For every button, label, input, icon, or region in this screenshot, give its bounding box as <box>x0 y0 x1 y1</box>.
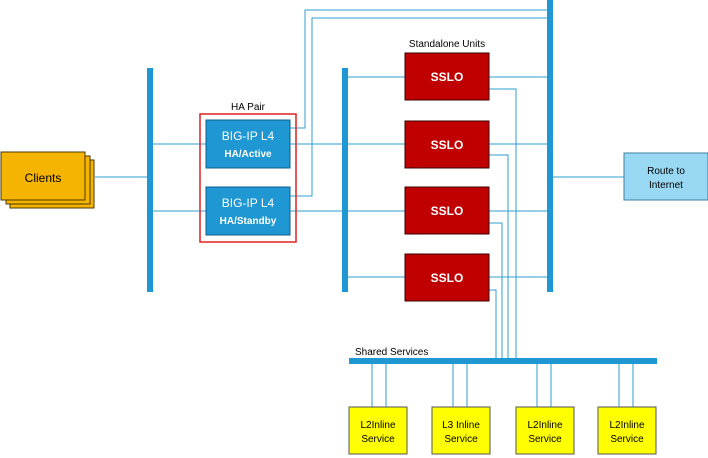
wire-sslo2-shared <box>489 154 509 360</box>
wire-sslo1-shared <box>489 88 517 360</box>
bigip-active-line1: BIG-IP L4 <box>222 129 275 143</box>
clients-label: Clients <box>25 171 62 185</box>
service-1-line2: Service <box>361 434 395 445</box>
service-4-line2: Service <box>610 434 644 445</box>
sslo-label-2: SSLO <box>431 138 464 152</box>
right-bus <box>547 0 553 292</box>
shared-services-bus <box>349 358 657 364</box>
route-line2: Internet <box>649 180 683 191</box>
sslo-box-4 <box>404 253 490 302</box>
wire-active-right <box>290 9 548 129</box>
shared-services-group: Shared Services L2Inline Service L3 Inli… <box>348 347 657 455</box>
sslo-label-4: SSLO <box>431 271 464 285</box>
service-3-line2: Service <box>528 434 562 445</box>
route-node: Route to Internet <box>623 152 708 201</box>
standalone-label: Standalone Units <box>409 39 485 50</box>
bigip-standby-box <box>205 186 291 236</box>
bigip-active-line2: HA/Active <box>224 149 272 160</box>
sslo-box-2 <box>404 120 490 169</box>
bigip-standby-line2: HA/Standby <box>220 216 277 227</box>
wire-standby-right <box>290 17 548 197</box>
bigip-active-box <box>205 119 291 169</box>
route-line1: Route to <box>647 166 685 177</box>
sslo-box-1 <box>404 52 490 101</box>
ha-pair-label: HA Pair <box>231 102 266 113</box>
standalone-units-group: Standalone Units SSLO SSLO SSLO SSLO <box>404 39 490 302</box>
middle-bus <box>342 68 348 292</box>
service-box-4 <box>597 406 657 455</box>
clients-node: Clients <box>0 151 95 209</box>
service-2-line1: L3 Inline <box>442 420 480 431</box>
ha-pair-frame <box>199 113 297 243</box>
left-bus <box>147 68 153 292</box>
service-4-line1: L2Inline <box>609 420 644 431</box>
sslo-label-3: SSLO <box>431 204 464 218</box>
sslo-box-3 <box>404 186 490 235</box>
clients-box-front <box>0 151 86 201</box>
service-box-1 <box>348 406 408 455</box>
shared-services-label: Shared Services <box>355 347 428 358</box>
connection-wires <box>95 9 634 407</box>
service-2-line2: Service <box>444 434 478 445</box>
service-3-line1: L2Inline <box>527 420 562 431</box>
ha-pair-group: HA Pair BIG-IP L4 HA/Active BIG-IP L4 HA… <box>199 102 297 243</box>
service-1-line1: L2Inline <box>360 420 395 431</box>
wire-sslo3-shared <box>489 222 503 360</box>
bigip-standby-line1: BIG-IP L4 <box>222 196 275 210</box>
service-box-3 <box>515 406 575 455</box>
wire-sslo4-shared <box>489 289 497 360</box>
sslo-label-1: SSLO <box>431 70 464 84</box>
route-box <box>623 152 708 201</box>
service-box-2 <box>431 406 491 455</box>
